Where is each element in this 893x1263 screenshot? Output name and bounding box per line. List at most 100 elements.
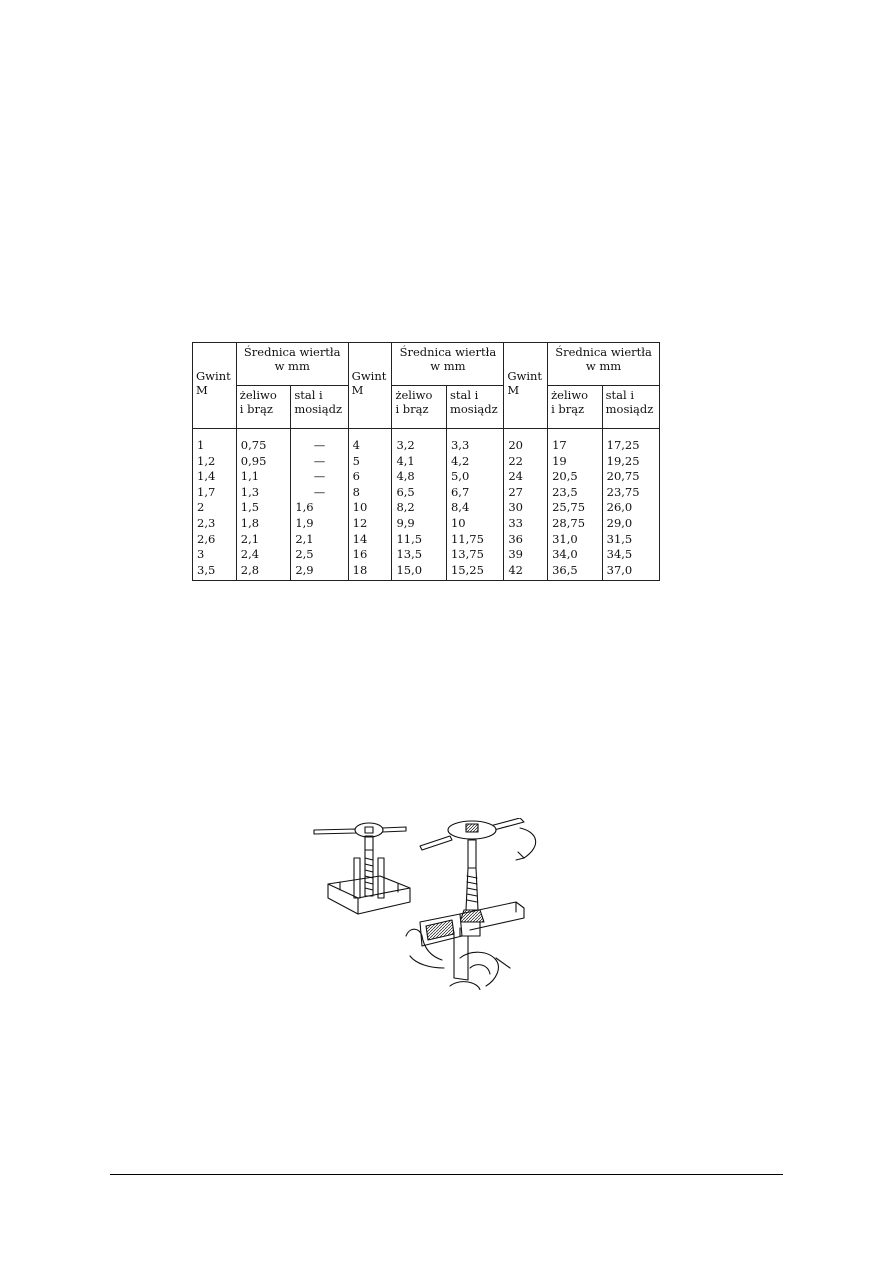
steel-diameter-cell: 1,9 <box>290 515 349 532</box>
threading-tap-icon <box>353 835 385 899</box>
cast-iron-diameter-cell: 19 <box>547 453 603 470</box>
footer-rule <box>110 1174 783 1175</box>
thread-size-cell: 30 <box>503 500 549 516</box>
tapping-figure <box>313 818 537 990</box>
steel-diameter-cell: 20,75 <box>601 469 661 485</box>
thread-size-cell: 12 <box>347 515 393 532</box>
steel-diameter-cell: — <box>290 428 349 454</box>
thread-size-cell: 2 <box>192 500 237 516</box>
thread-size-cell: 39 <box>503 547 549 563</box>
cast-iron-diameter-cell: 15,0 <box>391 562 447 582</box>
thread-size-cell: 14 <box>347 531 393 548</box>
thread-size-cell: 3,5 <box>192 562 237 582</box>
cast-iron-diameter-cell: 25,75 <box>547 500 603 516</box>
cast-iron-diameter-cell: 17 <box>547 428 603 454</box>
steel-diameter-cell: 4,2 <box>445 453 505 470</box>
steel-diameter-cell: 15,25 <box>445 562 505 582</box>
steel-diameter-cell: 6,7 <box>445 484 505 501</box>
steel-diameter-cell: 17,25 <box>601 428 661 454</box>
cast-iron-diameter-cell: 3,2 <box>391 428 447 454</box>
cast-iron-diameter-cell: 0,75 <box>235 428 292 454</box>
thread-size-cell: 1,4 <box>192 469 237 485</box>
cast-iron-diameter-cell: 1,3 <box>235 484 292 501</box>
cast-iron-diameter-cell: 1,1 <box>235 469 292 485</box>
steel-diameter-cell: 11,75 <box>445 531 505 548</box>
thread-size-cell: 33 <box>503 515 549 532</box>
steel-diameter-cell: 19,25 <box>601 453 661 470</box>
vise-icon <box>419 901 525 981</box>
cast-iron-diameter-cell: 34,0 <box>547 547 603 563</box>
cast-iron-diameter-cell: 13,5 <box>391 547 447 563</box>
thread-size-cell: 18 <box>347 562 393 582</box>
steel-diameter-cell: 13,75 <box>445 547 505 563</box>
thread-size-cell: 2,3 <box>192 515 237 532</box>
steel-diameter-cell: 23,75 <box>601 484 661 501</box>
thread-size-cell: 5 <box>347 453 393 470</box>
steel-diameter-cell: 2,1 <box>290 531 349 548</box>
steel-diameter-cell: 3,3 <box>445 428 505 454</box>
steel-diameter-cell: 2,5 <box>290 547 349 563</box>
steel-diameter-cell: — <box>290 453 349 470</box>
cast-iron-diameter-cell: 0,95 <box>235 453 292 470</box>
cast-iron-diameter-cell: 4,8 <box>391 469 447 485</box>
thread-size-cell: 24 <box>503 469 549 485</box>
steel-diameter-cell: 10 <box>445 515 505 532</box>
steel-diameter-cell: 34,5 <box>601 547 661 563</box>
thread-size-cell: 8 <box>347 484 393 501</box>
thread-size-cell: 6 <box>347 469 393 485</box>
cast-iron-diameter-cell: 8,2 <box>391 500 447 516</box>
cast-iron-diameter-cell: 1,8 <box>235 515 292 532</box>
thread-size-cell: 20 <box>503 428 549 454</box>
thread-size-cell: 42 <box>503 562 549 582</box>
cast-iron-diameter-cell: 9,9 <box>391 515 447 532</box>
steel-diameter-cell: — <box>290 484 349 501</box>
cast-iron-diameter-cell: 2,1 <box>235 531 292 548</box>
thread-size-cell: 4 <box>347 428 393 454</box>
steel-diameter-cell: 5,0 <box>445 469 505 485</box>
tap-wrench-icon <box>419 818 537 861</box>
cast-iron-diameter-cell: 6,5 <box>391 484 447 501</box>
cast-iron-diameter-cell: 23,5 <box>547 484 603 501</box>
thread-size-cell: 1,2 <box>192 453 237 470</box>
tap-wrench-icon <box>313 822 407 838</box>
cast-iron-diameter-cell: 20,5 <box>547 469 603 485</box>
steel-diameter-cell: 1,6 <box>290 500 349 516</box>
block-base-icon <box>327 875 411 915</box>
thread-size-cell: 22 <box>503 453 549 470</box>
thread-size-cell: 3 <box>192 547 237 563</box>
cast-iron-diameter-cell: 36,5 <box>547 562 603 582</box>
thread-size-cell: 2,6 <box>192 531 237 548</box>
hands-icon <box>405 928 511 990</box>
steel-diameter-cell: — <box>290 469 349 485</box>
thread-size-cell: 36 <box>503 531 549 548</box>
cast-iron-diameter-cell: 31,0 <box>547 531 603 548</box>
steel-diameter-cell: 26,0 <box>601 500 661 516</box>
cast-iron-diameter-cell: 2,8 <box>235 562 292 582</box>
thread-size-cell: 27 <box>503 484 549 501</box>
cast-iron-diameter-cell: 28,75 <box>547 515 603 532</box>
steel-diameter-cell: 8,4 <box>445 500 505 516</box>
thread-size-cell: 1,7 <box>192 484 237 501</box>
steel-diameter-cell: 29,0 <box>601 515 661 532</box>
